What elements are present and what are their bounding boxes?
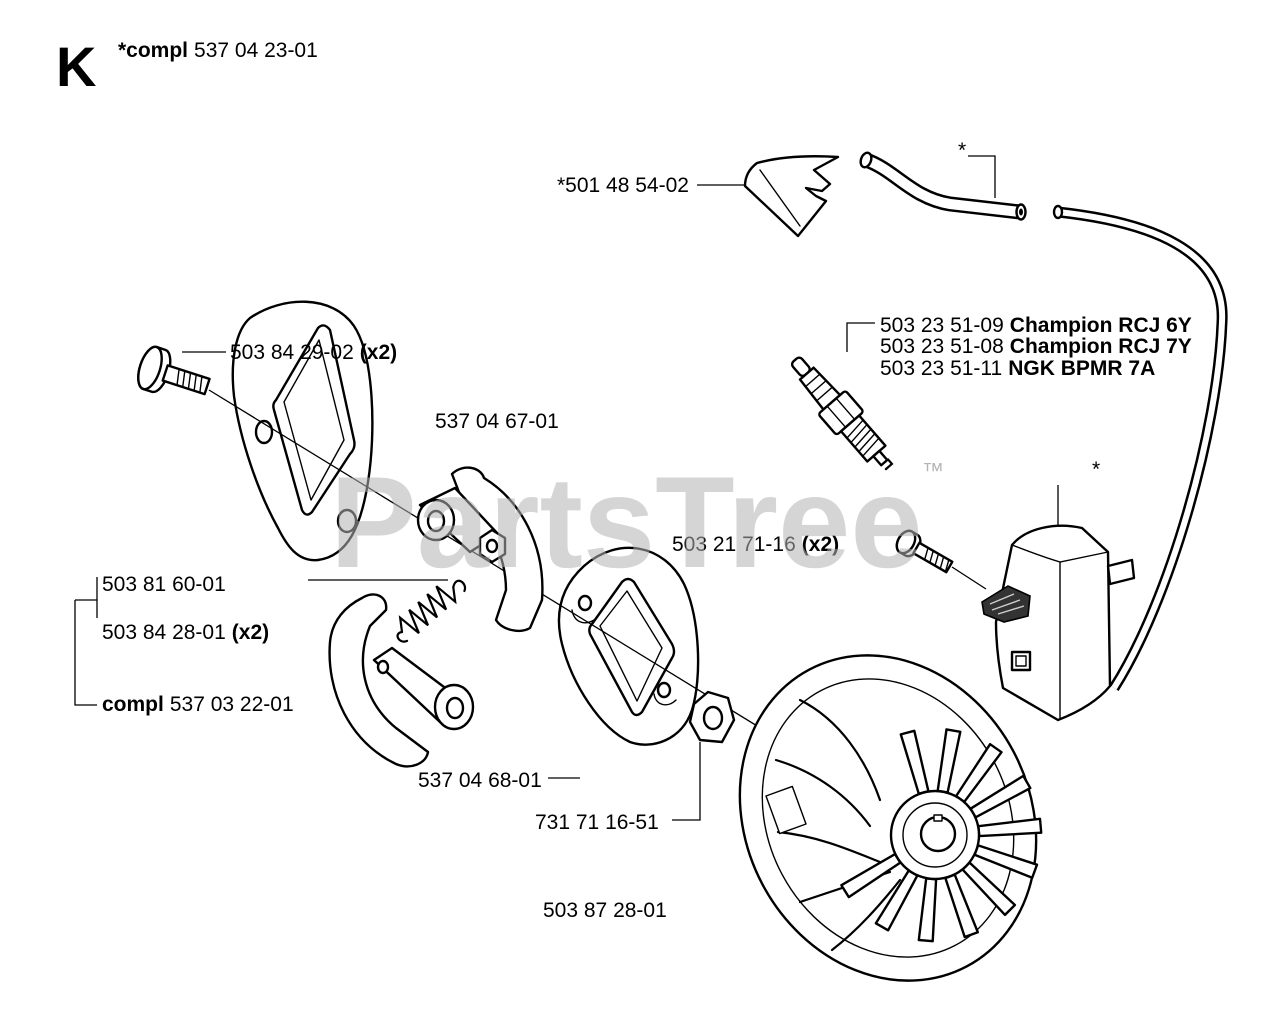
nut-bore [702, 705, 724, 731]
screw-head [137, 345, 163, 391]
part-number: 503 21 71-16 [672, 533, 796, 556]
ignition-module-screw [895, 529, 954, 574]
part-label-clutch-plate: 537 04 68-01 [418, 769, 542, 792]
watermark-logo: PartsTree [330, 449, 923, 595]
plug-ground-electrode [884, 458, 894, 471]
leader-bracket [846, 322, 875, 352]
cable-guide-body [743, 155, 840, 238]
ignition-cable [1052, 204, 1228, 691]
plug-threads [846, 419, 880, 457]
marker-asterisk: * [958, 139, 966, 162]
assembly-axis-line [951, 566, 987, 590]
hose-fill [864, 155, 1021, 217]
screw-shank [161, 364, 211, 396]
spark-plug [790, 356, 894, 471]
assembly-number: 537 04 23-01 [194, 39, 318, 62]
screw-head [895, 529, 917, 555]
flywheel-bore [919, 815, 957, 853]
cable-end [1052, 204, 1064, 220]
hose-end [859, 151, 873, 169]
part-label-spark-plug: 503 23 51-08 Champion RCJ 7Y [880, 335, 1192, 358]
part-quantity: (x2) [802, 533, 839, 556]
part-number: 503 84 29-02 [230, 341, 354, 364]
shoe-spring-hole [376, 659, 390, 675]
module-edges [1011, 544, 1109, 719]
part-label-clutch-screw: 503 84 29-02 (x2) [230, 341, 397, 364]
spring-coils [398, 585, 457, 635]
flywheel-keyway [933, 814, 943, 822]
part-label-flywheel: 503 87 28-01 [543, 899, 667, 922]
tab-ribs [989, 593, 1025, 615]
clutch-shoe-lower [328, 593, 475, 768]
module-terminal-inner [1015, 655, 1027, 667]
shoe-pivot-hole [445, 696, 465, 720]
part-number: 503 23 51-11 [880, 357, 1002, 380]
part-label-clutch-assembly: compl 537 03 22-01 [102, 693, 294, 716]
part-prefix: compl [102, 693, 164, 716]
leader-bracket [672, 742, 701, 821]
plate-hole [656, 681, 672, 699]
part-label-clutch-shoe: 537 04 67-01 [435, 410, 559, 433]
screw-threads [176, 368, 203, 394]
clutch-plate-inner [557, 546, 700, 746]
flywheel-magnet [765, 785, 807, 835]
part-variant: Champion RCJ 7Y [1010, 335, 1192, 358]
cable-fill [1057, 209, 1226, 690]
hose-bore [1019, 208, 1023, 216]
assembly-title: *compl 537 04 23-01 [118, 39, 318, 62]
plate-diamond-inner [283, 339, 345, 501]
module-mounting-tab [981, 585, 1031, 623]
leader-bracket [74, 577, 98, 706]
module-connector [1106, 558, 1136, 586]
part-label-washer: 731 71 16-51 [535, 811, 659, 834]
part-number: 503 23 51-09 [880, 314, 1004, 337]
part-quantity: (x2) [360, 341, 397, 364]
part-label-spark-plug: 503 23 51-09 Champion RCJ 6Y [880, 314, 1192, 337]
part-label-clutch-shoe-lower: 503 84 28-01 (x2) [102, 621, 269, 644]
part-label-cable-guide: *501 48 54-02 [557, 174, 689, 197]
spring-hooks [396, 579, 467, 643]
part-label-module-screw: 503 21 71-16 (x2) [672, 533, 839, 556]
cable-guide-part [743, 155, 840, 238]
part-variant: Champion RCJ 6Y [1010, 314, 1192, 337]
clutch-spring [396, 579, 467, 643]
part-quantity: (x2) [232, 621, 269, 644]
shoe-lining [328, 593, 430, 768]
clutch-shoe-upper [416, 466, 544, 632]
shoe-pivot-hole [426, 509, 446, 533]
part-label-spark-plug: 503 23 51-11 NGK BPMR 7A [880, 357, 1155, 380]
part-label-spring: 503 81 60-01 [102, 573, 226, 596]
module-body [994, 524, 1112, 722]
flywheel [738, 654, 1043, 982]
hex-faces [826, 397, 856, 429]
plate-hole [577, 594, 593, 612]
part-number: 503 84 28-01 [102, 621, 226, 644]
ignition-module [981, 524, 1136, 722]
plate-slot [653, 693, 677, 706]
part-number: 503 23 51-08 [880, 335, 1004, 358]
marker-asterisk: * [1092, 458, 1100, 481]
screw-threads [923, 547, 950, 573]
plate-hole [336, 508, 358, 534]
section-letter: K [56, 35, 96, 98]
plug-electrode [872, 449, 889, 467]
plate-diamond-inner [599, 590, 663, 702]
watermark-trademark: ™ [922, 458, 944, 483]
washer-nut [688, 690, 736, 744]
cable-guide-edge [759, 169, 801, 227]
leader-bracket [968, 155, 996, 198]
flywheel-vanes [774, 698, 902, 952]
part-variant: NGK BPMR 7A [1008, 357, 1155, 380]
shoe-spring-hole [485, 538, 499, 554]
assembly-prefix: *compl [118, 39, 188, 62]
insulator-ribs [804, 373, 834, 402]
part-number: 537 03 22-01 [170, 693, 294, 716]
fuel-hose-short [859, 151, 1027, 221]
clutch-screw [137, 345, 211, 396]
